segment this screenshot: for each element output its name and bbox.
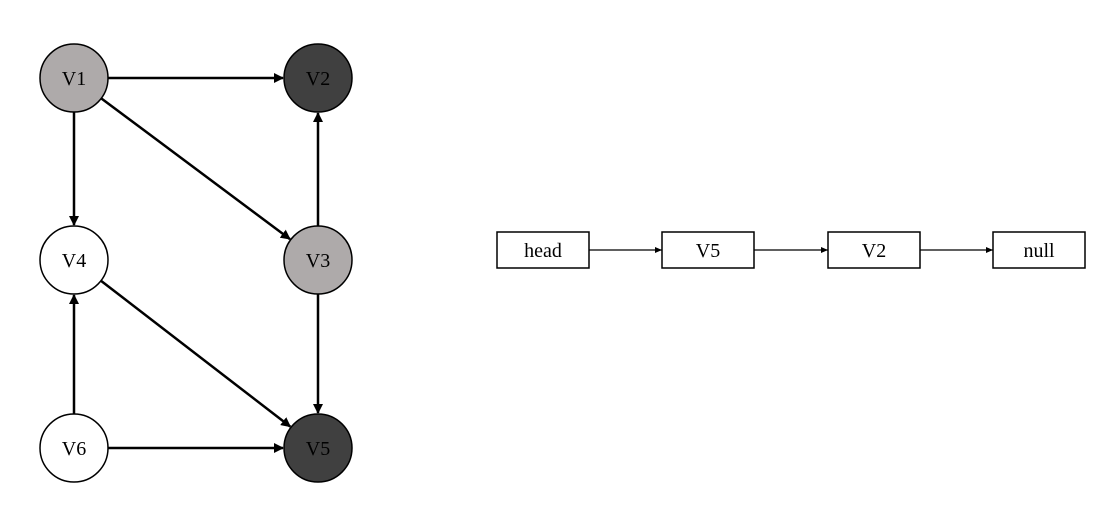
list-node-null: null: [992, 231, 1086, 269]
node-v5: V5: [283, 413, 353, 483]
list-node-v5-label: V5: [696, 240, 720, 262]
edge-v4-v5: [100, 279, 292, 428]
node-v4: V4: [39, 225, 109, 295]
node-v2-label: V2: [306, 68, 330, 90]
list-node-v2-box: [827, 231, 921, 269]
node-v5-label: V5: [306, 438, 330, 460]
list-node-v5-box: [661, 231, 755, 269]
node-v4-label: V4: [62, 250, 86, 272]
node-v5-circle: [283, 413, 353, 483]
node-v1: V1: [39, 43, 109, 113]
list-node-null-box: [992, 231, 1086, 269]
list-node-head: head: [496, 231, 590, 269]
node-v3-circle: [283, 225, 353, 295]
node-v2: V2: [283, 43, 353, 113]
list-node-head-label: head: [524, 240, 562, 262]
linked-list: head V5 V2 null: [496, 231, 1086, 269]
edge-v1-v3: [100, 97, 291, 241]
graph-nodes: V1 V2 V3 V4 V5 V6: [39, 43, 353, 483]
list-node-v2: V2: [827, 231, 921, 269]
list-node-head-box: [496, 231, 590, 269]
node-v3: V3: [283, 225, 353, 295]
node-v1-circle: [39, 43, 109, 113]
node-v6-circle: [39, 413, 109, 483]
node-v2-circle: [283, 43, 353, 113]
list-node-v5: V5: [661, 231, 755, 269]
node-v1-label: V1: [62, 68, 86, 90]
list-node-v2-label: V2: [862, 240, 886, 262]
node-v4-circle: [39, 225, 109, 295]
node-v3-label: V3: [306, 250, 330, 272]
graph-edges: [69, 73, 323, 453]
node-v6: V6: [39, 413, 109, 483]
list-node-null-label: null: [1023, 240, 1055, 262]
node-v6-label: V6: [62, 438, 86, 460]
